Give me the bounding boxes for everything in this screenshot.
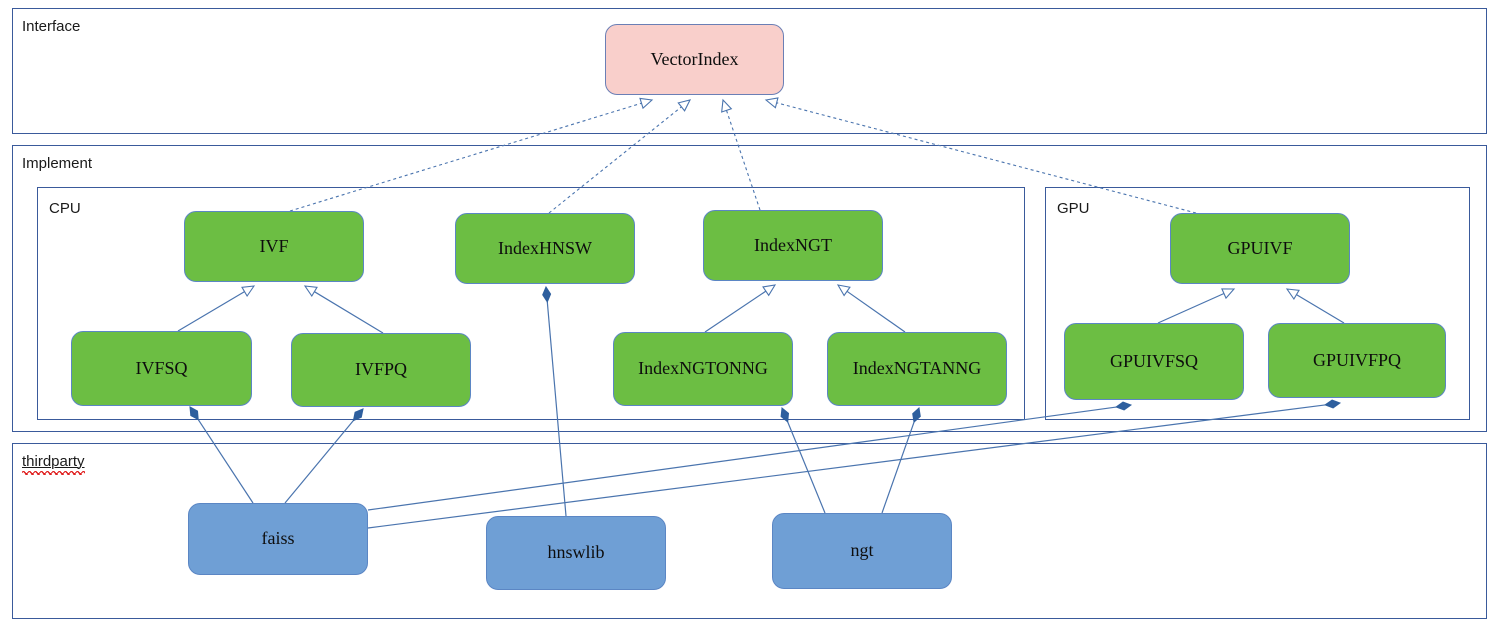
node-label-faiss: faiss [261,528,295,549]
node-gpuivfsq[interactable]: GPUIVFSQ [1064,323,1244,400]
node-indexngtanng[interactable]: IndexNGTANNG [827,332,1007,406]
node-label-gpuivfsq: GPUIVFSQ [1109,350,1199,371]
sublane-label-cpu: CPU [49,200,81,217]
spellcheck-squiggle [22,471,85,475]
node-label-indexngt: IndexNGT [754,234,832,255]
node-label-ivf: IVF [259,235,289,256]
node-label-hnswlib: hnswlib [547,542,605,563]
node-ivf[interactable]: IVF [184,211,364,282]
node-gpuivfpq[interactable]: GPUIVFPQ [1268,323,1446,398]
node-label-indexngtonng: IndexNGTONNG [638,358,768,379]
node-label-gpuivfpq: GPUIVFPQ [1312,349,1402,370]
lane-label-interface: Interface [22,18,81,35]
node-indexngtonng[interactable]: IndexNGTONNG [613,332,793,406]
node-vectorindex[interactable]: VectorIndex [605,24,784,95]
node-label-gpuivf: GPUIVF [1227,237,1293,258]
sublane-label-gpu: GPU [1057,200,1090,217]
node-label-vectorindex: VectorIndex [650,48,739,69]
node-label-indexhnsw: IndexHNSW [498,237,592,258]
node-hnswlib[interactable]: hnswlib [486,516,666,590]
node-gpuivf[interactable]: GPUIVF [1170,213,1350,284]
node-label-ivfpq: IVFPQ [354,359,407,380]
node-label-ngt: ngt [850,540,874,561]
node-label-indexngtanng: IndexNGTANNG [852,358,982,379]
node-ngt[interactable]: ngt [772,513,952,589]
node-faiss[interactable]: faiss [188,503,368,575]
lane-label-implement: Implement [22,155,93,172]
node-indexhnsw[interactable]: IndexHNSW [455,213,635,284]
lane-label-thirdparty: thirdparty [22,453,85,470]
node-indexngt[interactable]: IndexNGT [703,210,883,281]
node-ivfsq[interactable]: IVFSQ [71,331,252,406]
node-label-ivfsq: IVFSQ [135,357,188,378]
node-ivfpq[interactable]: IVFPQ [291,333,471,407]
